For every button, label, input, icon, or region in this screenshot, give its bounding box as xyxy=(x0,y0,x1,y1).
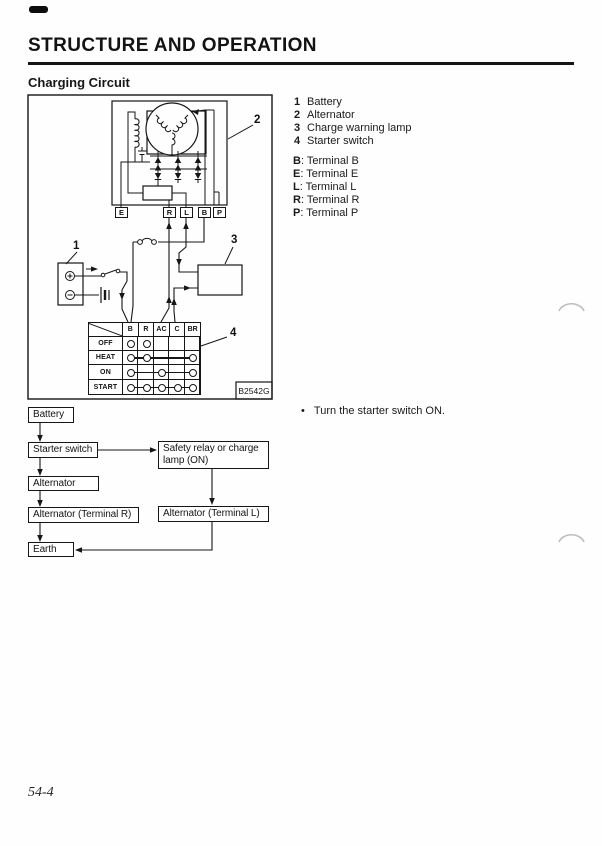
terminal-chip-L: L xyxy=(180,207,193,218)
contact-start-C xyxy=(174,383,182,392)
bullet-dot: • xyxy=(301,405,305,417)
table-row-heat: HEAT xyxy=(89,350,201,364)
table-row-off: OFF xyxy=(89,336,201,350)
column-header-BR: BR xyxy=(187,326,198,333)
column-header-C: C xyxy=(170,323,186,336)
legend-terminal-L: L: Terminal L xyxy=(293,181,357,193)
contact-connection-line xyxy=(131,357,193,359)
binder-hole-arcs xyxy=(558,302,585,543)
contact-off-R xyxy=(143,340,151,348)
column-header-R: R xyxy=(139,323,155,336)
note-bullet-item: • Turn the starter switch ON. xyxy=(301,405,445,417)
flow-node-starter-switch: Starter switch xyxy=(28,442,98,458)
callout-1: 1 xyxy=(73,240,80,252)
contact-off-B xyxy=(127,340,135,348)
callout-2: 2 xyxy=(254,114,261,126)
legend-terminal-E: E: Terminal E xyxy=(293,168,359,180)
flow-node-alternator-terminal-r: Alternator (Terminal R) xyxy=(28,507,139,523)
section-title: Charging Circuit xyxy=(28,75,130,90)
contact-heat-R xyxy=(143,354,151,362)
column-header-AC: AC xyxy=(154,323,170,336)
callout-3: 3 xyxy=(231,234,238,246)
legend-terminal-P: P: Terminal P xyxy=(293,207,359,219)
note-text: Turn the starter switch ON. xyxy=(313,405,445,417)
table-row-start: START xyxy=(89,379,201,394)
flow-node-alternator-terminal-l: Alternator (Terminal L) xyxy=(158,506,269,522)
contact-start-BR xyxy=(188,383,197,392)
flow-node-alternator: Alternator xyxy=(28,476,99,491)
page-title: STRUCTURE AND OPERATION xyxy=(28,35,317,56)
legend-terminal-B: B: Terminal B xyxy=(293,155,359,167)
title-rule xyxy=(28,62,574,65)
contact-on-B xyxy=(127,368,135,377)
contact-heat-B xyxy=(127,354,135,362)
table-row-on: ON xyxy=(89,364,201,379)
terminal-chip-E: E xyxy=(115,207,128,218)
terminal-chip-R: R xyxy=(163,207,176,218)
contact-start-B xyxy=(127,383,135,392)
callout-4: 4 xyxy=(230,327,237,339)
contact-start-R xyxy=(143,383,151,392)
terminal-chip-B: B xyxy=(198,207,211,218)
page-number: 54-4 xyxy=(28,785,54,800)
scan-mark xyxy=(29,6,48,13)
flow-node-safety-relay: Safety relay or charge lamp (ON) xyxy=(158,441,269,469)
contact-heat-BR xyxy=(188,354,197,362)
legend-terminal-R: R: Terminal R xyxy=(293,194,360,206)
column-header-B: B xyxy=(123,323,139,336)
figure-code: B2542G xyxy=(238,386,270,396)
flow-node-earth: Earth xyxy=(28,542,74,557)
contact-on-AC xyxy=(158,368,166,377)
contact-on-BR xyxy=(188,368,197,377)
flow-node-battery: Battery xyxy=(28,407,74,423)
terminal-chip-P: P xyxy=(213,207,226,218)
contact-start-AC xyxy=(158,383,166,392)
